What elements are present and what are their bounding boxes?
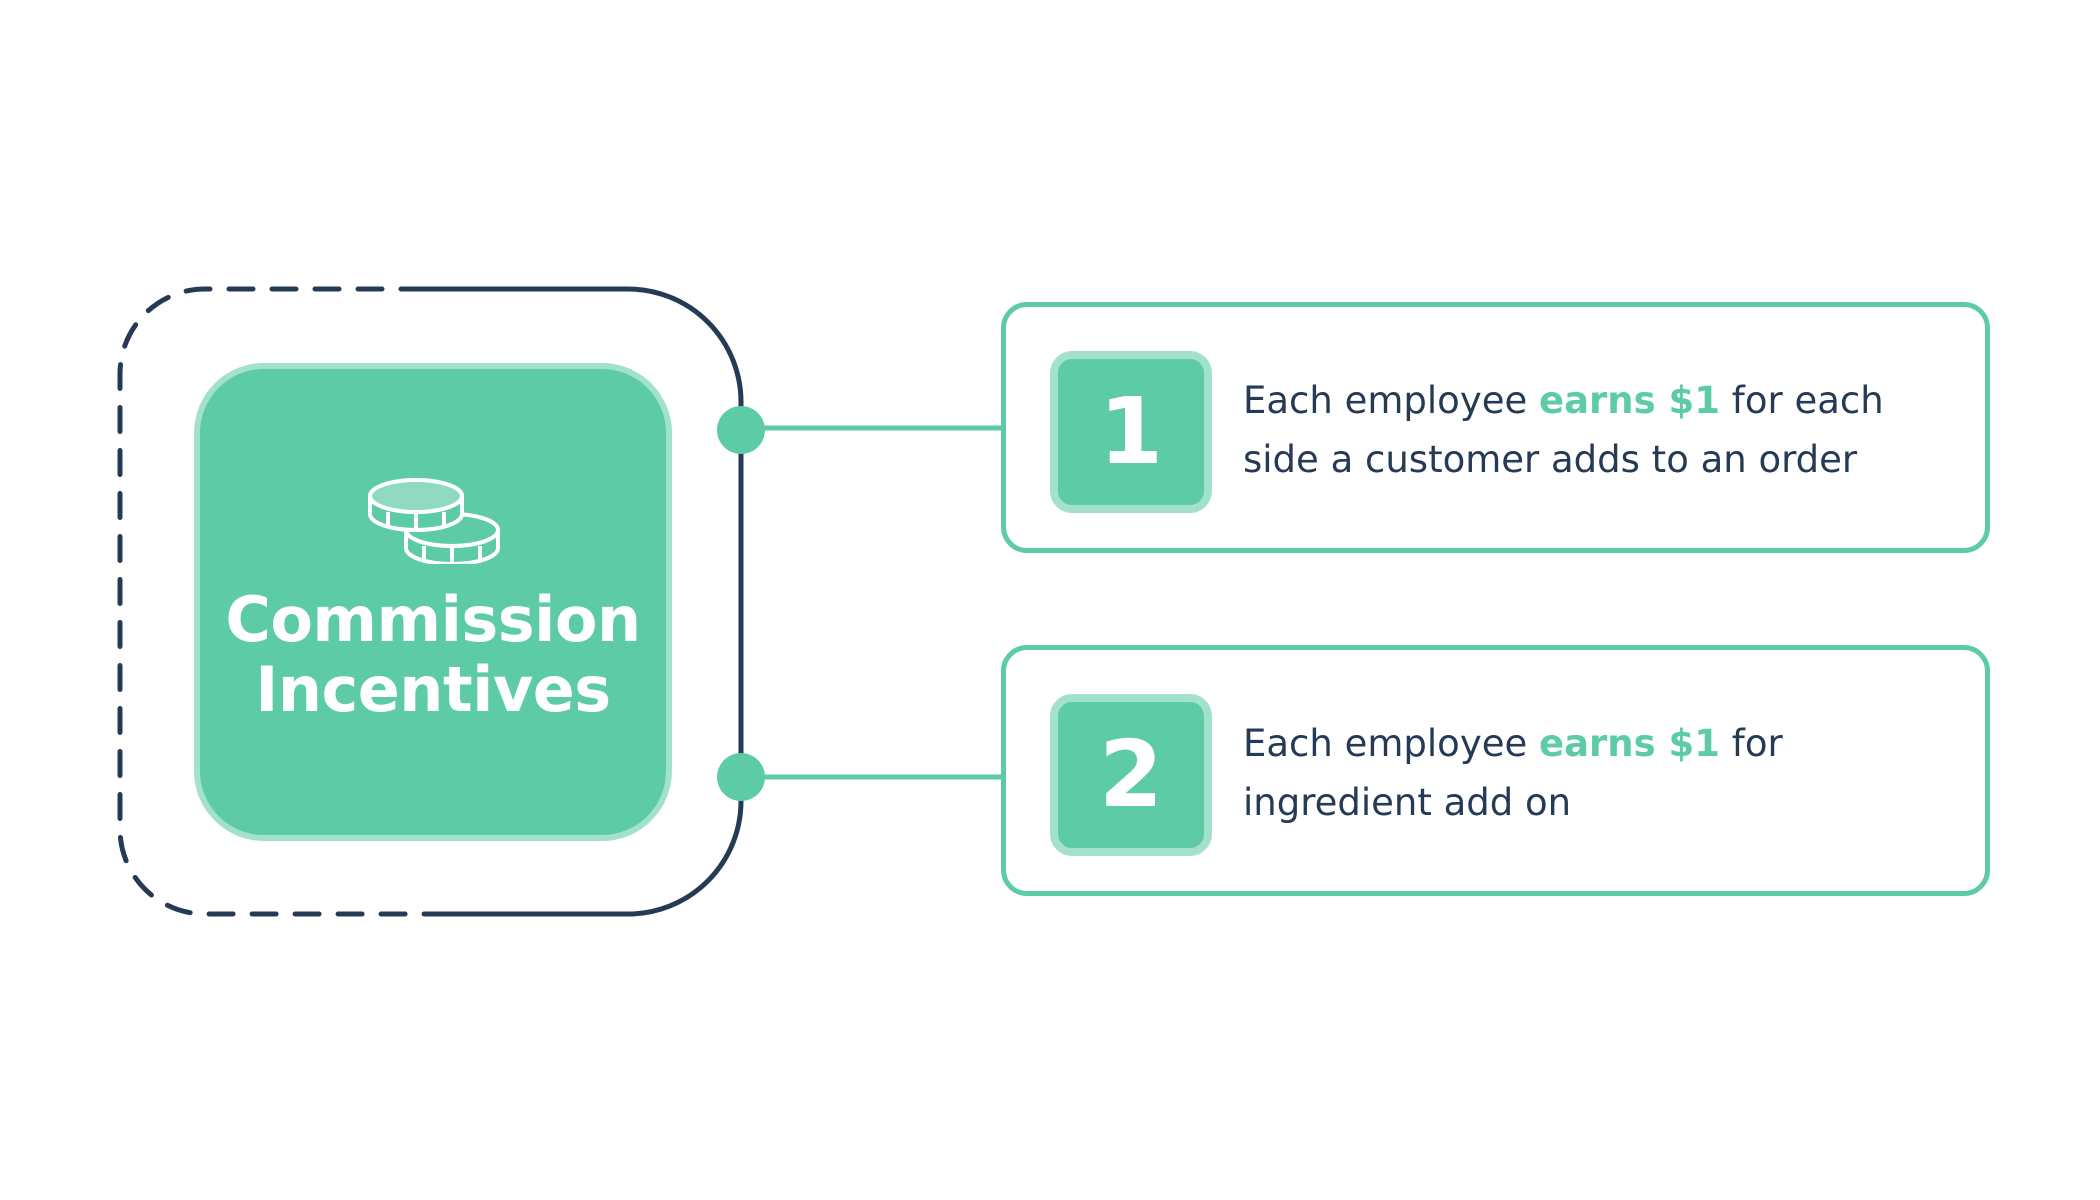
incentive-text-2-after: for: [1720, 722, 1783, 765]
number-badge-2: 2: [1050, 694, 1212, 856]
incentive-card-2: 2 Each employee earns $1 for ingredient …: [1001, 645, 1990, 896]
coins-icon: [368, 478, 500, 564]
incentive-text-1-after: for each: [1720, 379, 1884, 422]
frame-solid-outline: [425, 286, 744, 917]
incentive-text-1-line-2: side a customer adds to an order: [1243, 438, 1858, 481]
incentive-card-1: 1 Each employee earns $1 for each side a…: [1001, 302, 1990, 553]
number-badge-1: 1: [1050, 351, 1212, 513]
incentive-text-2-line-1: Each employee earns $1 for: [1243, 714, 1943, 773]
incentive-text-2-before: Each employee: [1243, 722, 1539, 765]
incentive-text-2-line-2: ingredient add on: [1243, 781, 1572, 824]
hub-title-line-1: Commission: [225, 583, 641, 656]
incentive-text-1-highlight: earns $1: [1539, 379, 1721, 422]
commission-incentives-hub: Commission Incentives: [194, 363, 672, 841]
hub-title: Commission Incentives: [200, 585, 666, 725]
incentive-text-1-before: Each employee: [1243, 379, 1539, 422]
frame-dashed-outline: [117, 286, 428, 917]
incentive-text-1: Each employee earns $1 for each side a c…: [1243, 371, 1943, 489]
incentive-text-2: Each employee earns $1 for ingredient ad…: [1243, 714, 1943, 832]
connector-dot-2: [717, 753, 765, 801]
connector-dot-1: [717, 406, 765, 454]
incentive-text-2-highlight: earns $1: [1539, 722, 1721, 765]
incentive-text-1-line-1: Each employee earns $1 for each: [1243, 371, 1943, 430]
hub-title-line-2: Incentives: [255, 653, 611, 726]
